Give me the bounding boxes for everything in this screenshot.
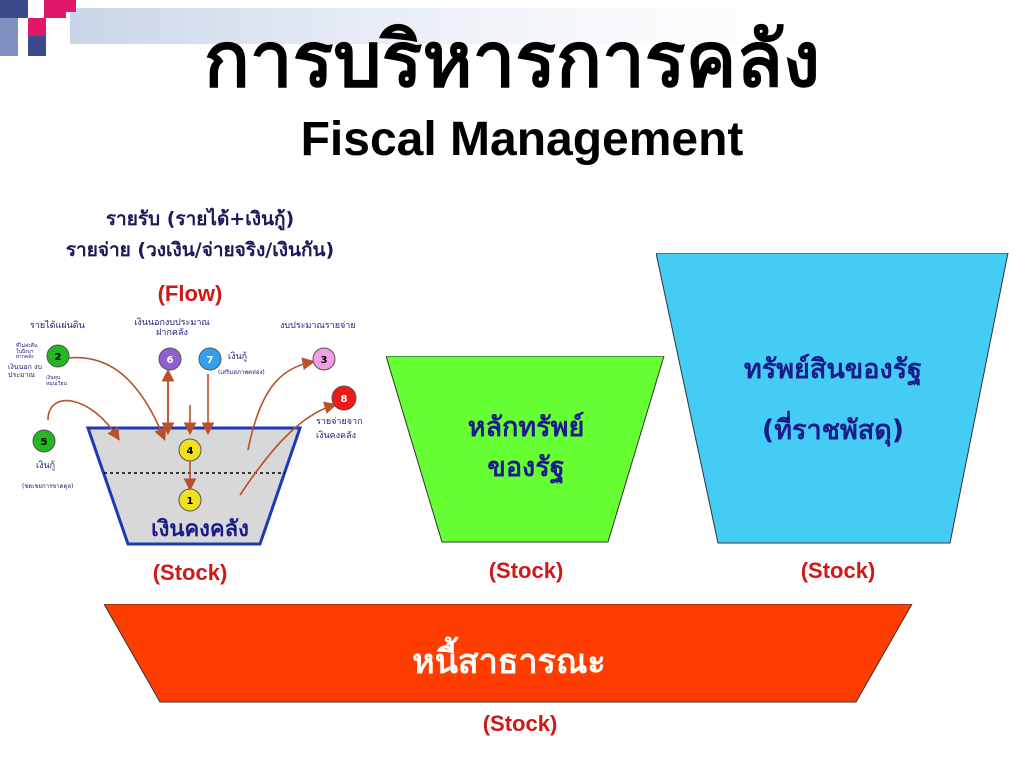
securities-stock-label: (Stock) [488, 558, 564, 583]
header-gradient-bar [70, 8, 940, 44]
loan-left-label: เงินกู้ [36, 461, 56, 471]
loan-left-note: (ชดเชยการขาดดุล) [22, 483, 74, 490]
treasury-stock-label: (Stock) [152, 560, 228, 585]
node-4: 4 [178, 438, 202, 462]
node-3-label: 3 [321, 355, 328, 366]
public-debt-label: หนี้สาธารณะ [412, 642, 606, 682]
securities-label-line2: ของรัฐ [487, 452, 565, 483]
node-7: 7 [198, 347, 222, 371]
node-1: 1 [178, 488, 202, 512]
node-2: 2 [46, 344, 70, 368]
node-6-circle [158, 347, 182, 371]
expenditure-from-treasury-label: รายจ่ายจาก เงินคงคลัง [316, 417, 363, 442]
node-4-label: 4 [187, 446, 194, 457]
node-3-circle [312, 347, 336, 371]
node-4-circle [178, 438, 202, 462]
flow-expenditure-line: รายจ่าย (วงเงิน/จ่ายจริง/เงินกัน) [65, 239, 335, 261]
node-7-label: 7 [207, 355, 214, 366]
securities-trapezoid [386, 356, 665, 543]
node-8-label: 8 [341, 394, 348, 405]
assets-label-line1: ทรัพย์สินของรัฐ [743, 354, 923, 385]
node-3: 3 [312, 347, 336, 371]
assets-stock-label: (Stock) [800, 558, 876, 583]
slide-decoration [0, 0, 940, 56]
securities-label-line1: หลักทรัพย์ [467, 412, 585, 443]
corner-square [28, 36, 46, 56]
off-budget-small-label: เงินนอก งบประมาณ [8, 363, 42, 379]
tiny-note-2: เงินทุน หมุนเวียน [46, 375, 67, 387]
flow-arrow [239, 401, 338, 496]
node-2-circle [46, 344, 70, 368]
assets-trapezoid [656, 253, 1009, 544]
assets-label-line2: (ที่ราชพัสดุ) [761, 415, 905, 446]
securities-shape [386, 356, 665, 543]
node-5-label: 5 [41, 437, 48, 448]
off-budget-label: เงินนอกงบประมาณ ฝากคลัง [134, 318, 210, 339]
treasury-flow-diagram: 1 2 3 4 5 6 7 8 [32, 344, 357, 546]
corner-square [58, 0, 76, 12]
node-6-label: 6 [167, 355, 174, 366]
corner-square [28, 18, 46, 36]
page-title-english: Fiscal Management [300, 113, 744, 166]
public-debt-trapezoid [104, 604, 913, 703]
node-8: 8 [331, 385, 357, 411]
loan-right-label: เงินกู้ [228, 352, 248, 362]
flow-arrow [47, 399, 120, 441]
page-title-thai: การบริหารการคลัง [203, 15, 821, 104]
node-7-circle [198, 347, 222, 371]
node-6: 6 [158, 347, 182, 371]
node-2-label: 2 [55, 352, 62, 363]
tiny-note-1: ที่ไม่ส่งคืน ในปีงบฯ ฝากคลัง [16, 343, 38, 360]
flow-arrow [67, 356, 167, 441]
loan-right-note: (เสริมสภาพคล่อง) [218, 369, 265, 376]
node-5: 5 [32, 429, 56, 453]
corner-square [0, 18, 18, 56]
assets-shape [656, 253, 1009, 544]
flow-arrow [247, 357, 316, 451]
node-1-label: 1 [187, 496, 194, 507]
node-5-circle [32, 429, 56, 453]
flow-revenue-line: รายรับ (รายได้+เงินกู้) [105, 208, 295, 230]
revenue-label: รายได้แผ่นดิน [30, 321, 85, 331]
public-debt-shape [104, 604, 913, 703]
flow-label: (Flow) [157, 281, 223, 306]
budget-expenditure-label: งบประมาณรายจ่าย [280, 321, 356, 331]
public-debt-stock-label: (Stock) [482, 711, 558, 736]
corner-square [0, 0, 28, 18]
treasury-tank-label: เงินคงคลัง [151, 517, 249, 542]
node-8-circle [331, 385, 357, 411]
node-1-circle [178, 488, 202, 512]
